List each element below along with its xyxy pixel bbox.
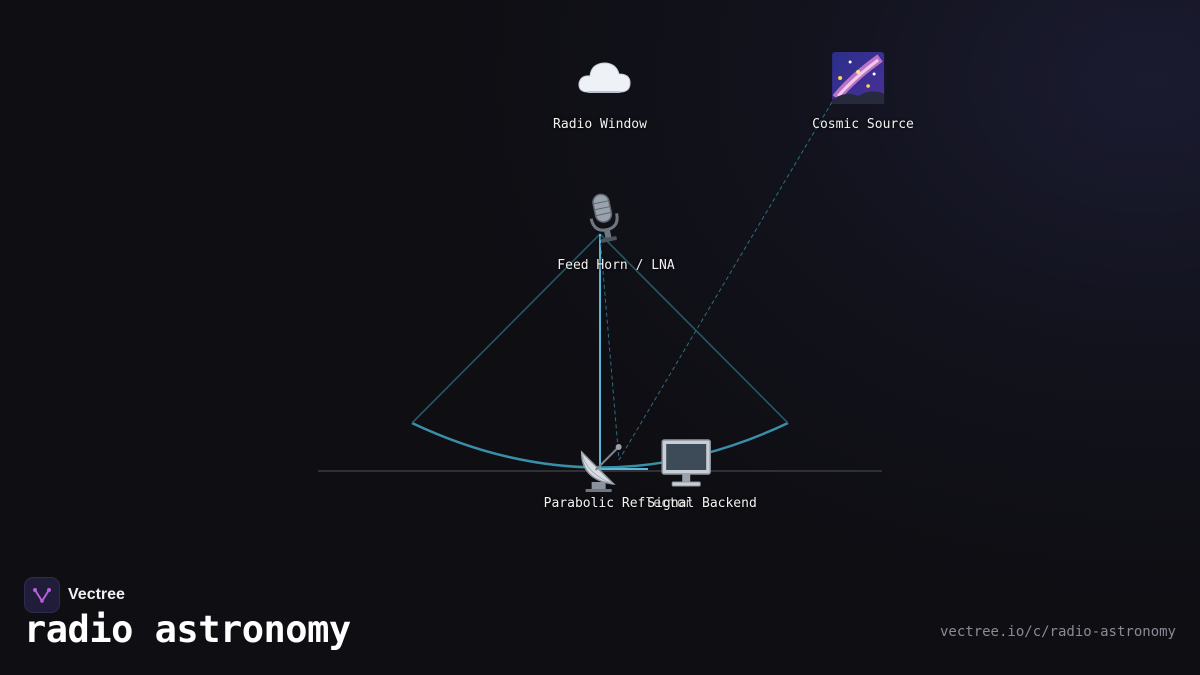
milky-way-icon <box>832 52 884 104</box>
source-url: vectree.io/c/radio-astronomy <box>939 624 1176 640</box>
node-cosmic-source: Cosmic Source <box>807 48 914 132</box>
node-label: Feed Horn / LNA <box>557 258 675 273</box>
satellite-dish-icon <box>581 444 622 492</box>
microphone-icon <box>589 193 619 243</box>
page-title: radio astronomy <box>24 608 351 651</box>
node-feed-horn: Feed Horn / LNA <box>545 188 675 273</box>
desktop-computer-icon <box>661 439 711 487</box>
reflection-ray-left <box>411 233 601 424</box>
source-signal-path <box>618 101 833 461</box>
node-label: Radio Window <box>553 117 647 132</box>
brand-name: Vectree <box>68 586 125 603</box>
node-label: Parabolic Reflector <box>543 496 693 511</box>
node-radio-window: Radio Window <box>553 48 651 132</box>
brand: Vectree <box>24 577 125 613</box>
reflection-ray-right <box>599 233 789 424</box>
feed-to-backend-link <box>599 235 620 461</box>
node-label: Cosmic Source <box>812 117 914 132</box>
vectree-logo-icon <box>24 577 60 613</box>
node-label: Signal Backend <box>647 496 757 511</box>
node-parabolic-reflector: Parabolic Reflector <box>530 434 692 511</box>
node-signal-backend: Signal Backend <box>631 434 757 511</box>
cloud-icon <box>578 62 631 93</box>
